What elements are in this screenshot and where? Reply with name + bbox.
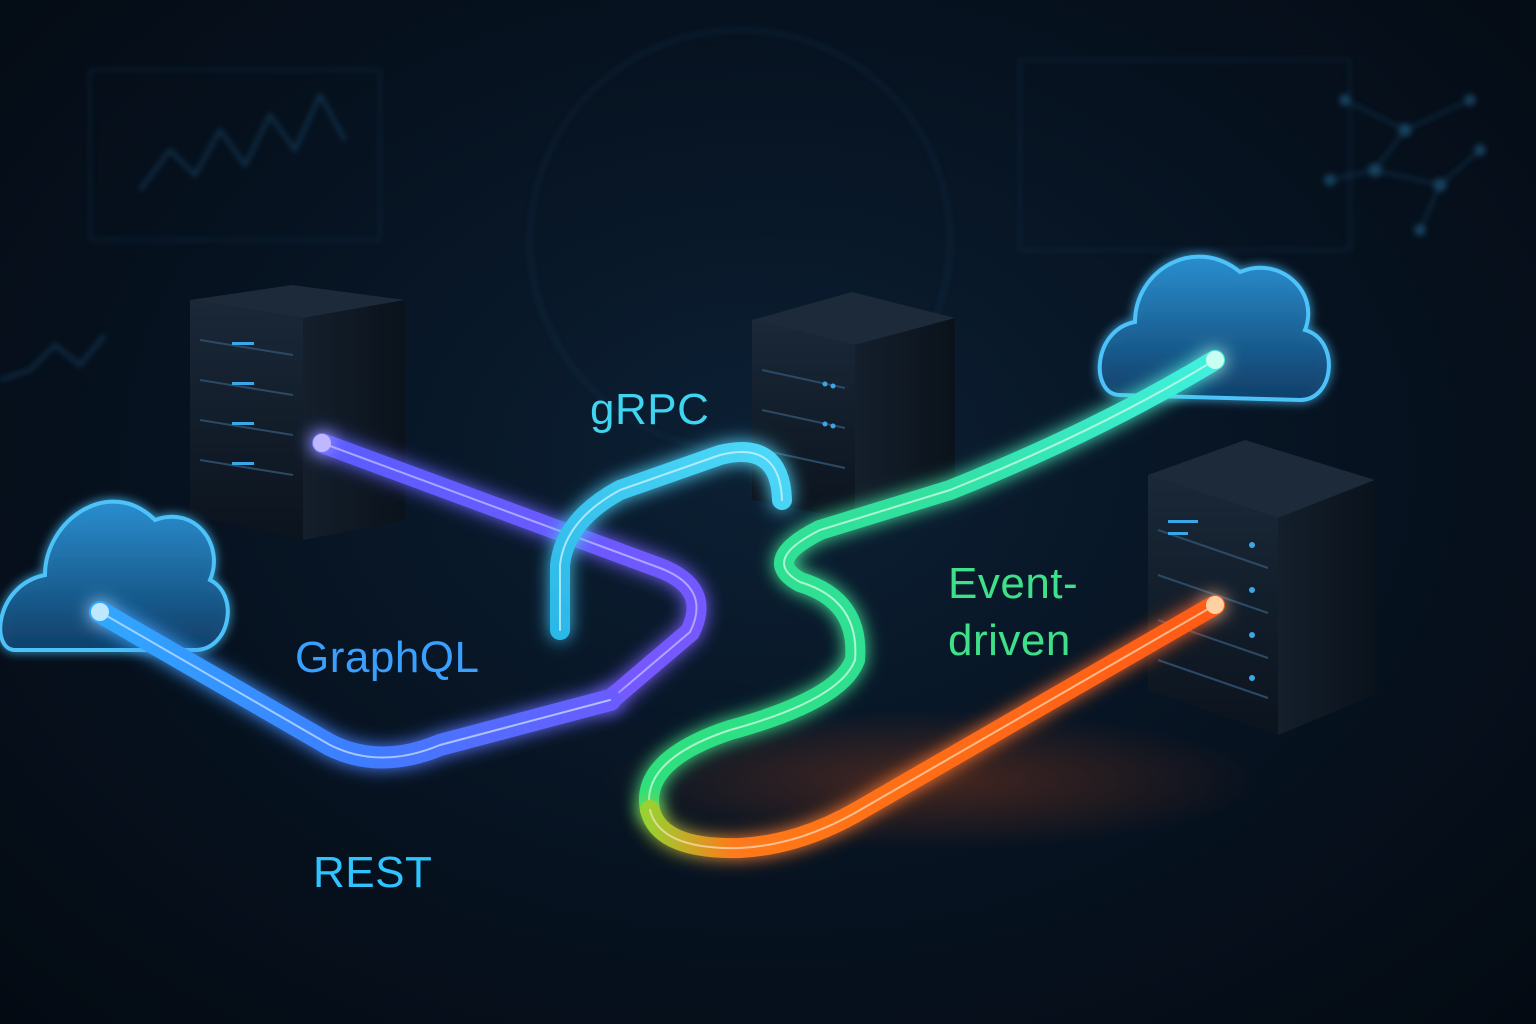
link-green-endpoint bbox=[1206, 351, 1224, 369]
server-middle bbox=[752, 292, 955, 520]
link-green bbox=[639, 350, 1225, 820]
server-left bbox=[190, 285, 405, 540]
label-grpc: gRPC bbox=[590, 385, 709, 434]
server-right bbox=[1148, 440, 1375, 735]
server-middle-side bbox=[855, 318, 955, 520]
bg-line-chart-left bbox=[0, 334, 107, 382]
server-left-top bbox=[190, 285, 405, 318]
server-right-leds bbox=[1168, 520, 1255, 681]
label-rest: REST bbox=[313, 848, 432, 897]
label-graphql: GraphQL bbox=[295, 633, 479, 682]
link-blue bbox=[89, 434, 621, 769]
bg-network-graph bbox=[1324, 94, 1486, 236]
server-left-front bbox=[190, 300, 303, 540]
link-cyan bbox=[550, 442, 792, 640]
label-event-line2: driven bbox=[948, 616, 1071, 665]
link-purple-endpoint bbox=[313, 434, 331, 452]
bg-panel-frame bbox=[1019, 59, 1351, 251]
bg-line-chart bbox=[138, 91, 347, 191]
server-middle-top bbox=[752, 292, 955, 345]
server-left-slots bbox=[199, 339, 294, 476]
server-left-leds bbox=[232, 342, 254, 465]
bg-chart-frame bbox=[89, 69, 381, 241]
link-purple bbox=[312, 433, 707, 710]
server-left-side bbox=[303, 300, 405, 540]
link-orange-endpoint bbox=[1206, 596, 1224, 614]
cloud-left bbox=[0, 499, 230, 652]
server-middle-leds bbox=[822, 381, 836, 429]
link-blue-endpoint bbox=[91, 603, 109, 621]
label-event-line1: Event- bbox=[948, 559, 1078, 608]
cloud-right bbox=[1097, 254, 1331, 403]
link-orange bbox=[640, 595, 1225, 859]
server-right-side bbox=[1278, 480, 1375, 735]
server-right-top bbox=[1148, 440, 1375, 518]
